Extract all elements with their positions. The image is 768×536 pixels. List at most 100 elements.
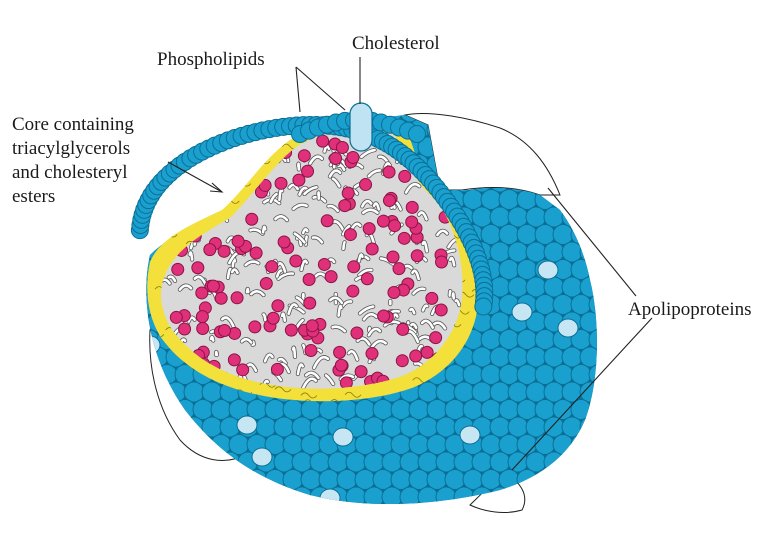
phospholipid-head	[139, 400, 159, 420]
phospholipid-head	[526, 102, 546, 122]
core-lipid-head	[192, 262, 204, 274]
phospholipid-head	[526, 277, 546, 297]
core-label: Core containing triacylglycerols and cho…	[12, 113, 182, 209]
phospholipid-head	[517, 120, 537, 140]
phospholipid-head	[562, 487, 582, 507]
phospholipid-tail	[157, 225, 173, 230]
phospholipid-head	[535, 365, 555, 385]
phospholipid-head	[616, 277, 636, 297]
phospholipid-head	[580, 277, 600, 297]
rim-head	[475, 298, 492, 315]
phospholipid-head	[607, 190, 627, 210]
phospholipid-head	[184, 102, 204, 122]
core-tail	[343, 242, 344, 249]
phospholipid-head	[589, 295, 609, 315]
phospholipid-head	[373, 400, 393, 420]
phospholipid-head	[517, 365, 537, 385]
phospholipid-head	[193, 190, 213, 210]
phospholipid-head	[526, 347, 546, 367]
phospholipid-head	[247, 505, 267, 525]
core-lipid-head	[411, 250, 423, 262]
phospholipid-head	[589, 330, 609, 350]
phospholipid-head	[355, 435, 375, 455]
core-tail	[201, 188, 207, 197]
phospholipid-head	[211, 505, 231, 525]
phospholipid-head	[499, 435, 519, 455]
core-tail	[236, 153, 247, 161]
phospholipid-head	[427, 435, 447, 455]
core-lipid-head	[398, 232, 410, 244]
core-tail-outline	[189, 176, 198, 185]
phospholipid-head	[607, 260, 627, 280]
phospholipid-head	[472, 452, 492, 472]
phospholipid-head	[427, 400, 447, 420]
phospholipid-head	[193, 120, 213, 140]
core-tail-outline	[202, 206, 206, 210]
phospholipid-head	[274, 417, 294, 437]
phospholipid-head	[535, 225, 555, 245]
phospholipid-head	[499, 225, 519, 245]
phospholipid-head	[517, 260, 537, 280]
core-label-line: triacylglycerols	[12, 137, 182, 161]
core-tail	[200, 131, 207, 138]
core-tail	[194, 210, 196, 217]
phospholipid-head	[616, 137, 636, 157]
phospholipid-head	[382, 417, 402, 437]
phospholipid-head	[535, 435, 555, 455]
core-tail	[242, 170, 252, 176]
phospholipid-head	[247, 470, 267, 490]
phospholipid-head	[625, 330, 645, 350]
phospholipid-head	[148, 452, 168, 472]
phospholipid-head	[229, 505, 249, 525]
phospholipid-head	[508, 207, 528, 227]
phospholipid-head	[481, 225, 501, 245]
phospholipid-head	[481, 400, 501, 420]
phospholipid-head	[400, 452, 420, 472]
phospholipid-head	[526, 242, 546, 262]
core-label-line: esters	[12, 185, 182, 209]
phospholipid-head	[625, 120, 645, 140]
core-lipid-head	[426, 292, 438, 304]
core-tail	[214, 164, 222, 174]
phospholipid-head	[607, 295, 627, 315]
phospholipid-head	[193, 470, 213, 490]
phospholipid-head	[535, 295, 555, 315]
core-lipid-head	[396, 355, 408, 367]
phospholipid-head	[571, 470, 591, 490]
phospholipid-head	[625, 225, 645, 245]
phospholipid-head	[319, 400, 339, 420]
phospholipid-head	[535, 505, 555, 525]
phospholipid-head	[580, 312, 600, 332]
phospholipid-head	[598, 277, 618, 297]
phospholipid-head	[553, 470, 573, 490]
phospholipid-head	[418, 382, 438, 402]
phospholipid-head	[202, 382, 222, 402]
core-lipid-head	[207, 280, 219, 292]
core-lipid-head	[342, 187, 354, 199]
phospholipid-head	[310, 452, 330, 472]
phospholipid-head	[481, 330, 501, 350]
phospholipid-head	[616, 417, 636, 437]
phospholipid-head	[490, 102, 510, 122]
phospholipid-head	[508, 382, 528, 402]
phospholipid-head	[598, 347, 618, 367]
phospholipid-head	[355, 505, 375, 525]
phospholipid-head	[292, 417, 312, 437]
phospholipid-head	[130, 277, 150, 297]
phospholipid-head	[499, 190, 519, 210]
phospholipid-head	[553, 400, 573, 420]
phospholipid-head	[517, 330, 537, 350]
phospholipid-head	[373, 470, 393, 490]
phospholipid-head	[166, 207, 186, 227]
phospholipid-tail	[201, 113, 217, 118]
phospholipid-head	[391, 505, 411, 525]
phospholipid-head	[589, 400, 609, 420]
phospholipid-head	[508, 242, 528, 262]
phospholipid-head	[553, 225, 573, 245]
phospholipid-head	[283, 470, 303, 490]
phospholipid-tail	[163, 220, 179, 225]
core-lipid-head	[219, 325, 231, 337]
core-tail-outline	[182, 211, 194, 215]
core-tail	[216, 352, 217, 355]
phospholipid-head	[499, 330, 519, 350]
